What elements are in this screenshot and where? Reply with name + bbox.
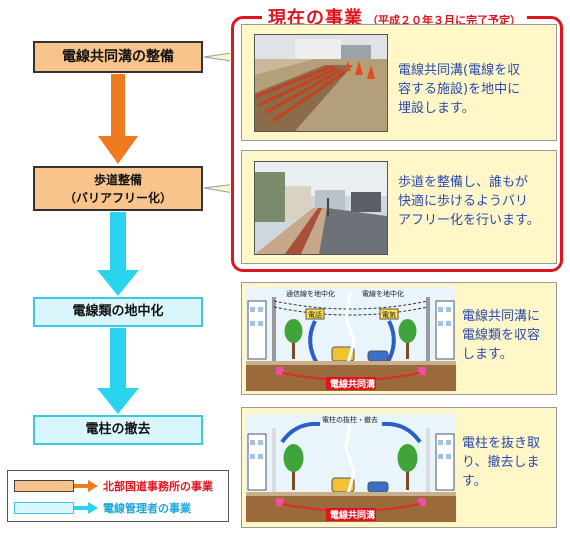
connector-2	[203, 184, 230, 193]
tag-phone: 電話	[308, 310, 322, 319]
panel-sidewalk: 歩道を整備し、誰もが 快適に歩けるようバリ アフリー化を行います。	[241, 150, 557, 264]
connector-1	[203, 52, 230, 62]
cyan-arrow-2	[97, 328, 139, 414]
legend-label: 北部国道事務所の事業	[103, 480, 213, 493]
orange-arrow	[98, 74, 138, 164]
step-sidewalk: 歩道整備 （バリアフリー化）	[33, 166, 203, 211]
ditch-label: 電線共同溝	[330, 509, 375, 521]
pole-removal-illustration: 電柱の抜柱・撤去 電線共同溝	[246, 414, 456, 522]
legend-arrow-orange-icon	[74, 480, 98, 492]
step-undergrounding: 電線類の地中化	[33, 297, 203, 327]
panel-text: 電線共同溝に 電線類を収容 します。	[462, 309, 541, 362]
tag-electric: 電気	[382, 310, 396, 319]
cyan-arrow-1	[97, 212, 139, 296]
label-remove: 電柱の抜柱・撤去	[322, 415, 378, 424]
ditch-label: 電線共同溝	[330, 378, 375, 390]
panel-text: 電線共同溝(電線を収 容する施設)を地中に 埋設します。	[398, 63, 521, 116]
frame-title-main: 現在の事業	[268, 8, 363, 29]
step-label: 電柱の撤去	[85, 422, 151, 437]
frame-title-sub: （平成２０年３月に完了予定）	[367, 14, 521, 27]
step-pole-removal: 電柱の撤去	[33, 415, 203, 445]
step-label: 電線類の地中化	[72, 304, 164, 319]
sidewalk-photo	[254, 161, 388, 255]
panel-undergrounding: 通信線を地中化 電線を地中化 電話 電気 電線共同溝 電線共同溝に 電線類を収容…	[241, 282, 557, 395]
step-label-sub: （バリアフリー化）	[63, 190, 172, 205]
panel-cable-trench: 電線共同溝(電線を収 容する施設)を地中に 埋設します。	[241, 24, 557, 141]
step-cable-trench: 電線共同溝の整備	[33, 41, 203, 73]
panel-text: 電柱を抜き取 り、撤去します。	[462, 436, 541, 489]
legend-swatch-orange	[14, 480, 74, 492]
label-comm: 通信線を地中化	[286, 289, 335, 298]
legend-arrow-cyan-icon	[74, 502, 98, 514]
flow-arrows	[97, 52, 230, 414]
label-power: 電線を地中化	[362, 289, 404, 298]
legend: 北部国道事務所の事業 電線管理者の事業	[7, 470, 229, 522]
legend-swatch-cyan	[14, 502, 74, 514]
step-label: 電線共同溝の整備	[62, 49, 174, 65]
panel-pole-removal: 電柱の抜柱・撤去 電線共同溝 電柱を抜き取 り、撤去します。	[241, 407, 557, 528]
undergrounding-illustration: 通信線を地中化 電線を地中化 電話 電気 電線共同溝	[246, 287, 456, 391]
frame-title: 現在の事業 （平成２０年３月に完了予定）	[262, 4, 527, 29]
step-label: 歩道整備	[93, 172, 142, 187]
legend-label: 電線管理者の事業	[103, 502, 191, 515]
legend-item-north-office: 北部国道事務所の事業	[14, 478, 213, 494]
legend-item-utility: 電線管理者の事業	[14, 500, 191, 516]
panel-text: 歩道を整備し、誰もが 快適に歩けるようバリ アフリー化を行います。	[398, 175, 540, 228]
trench-construction-photo	[254, 34, 388, 132]
